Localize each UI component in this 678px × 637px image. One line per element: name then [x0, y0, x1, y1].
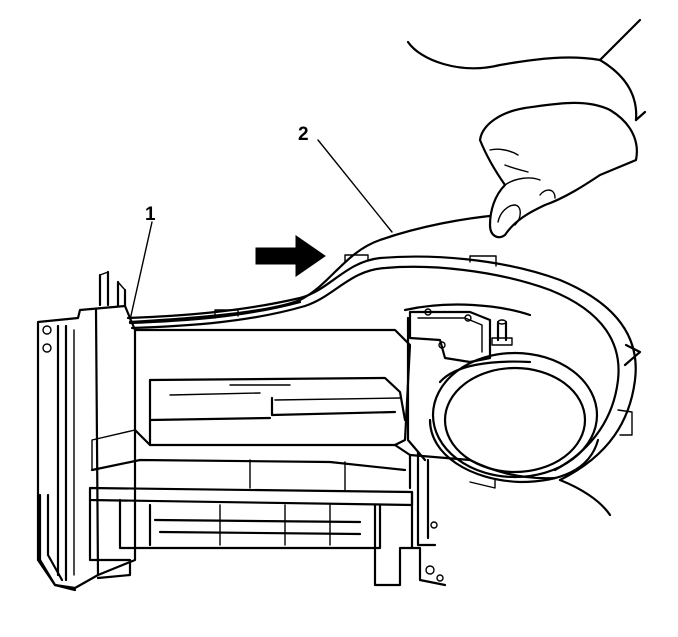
direction-arrow-icon — [255, 235, 326, 277]
support-rails — [38, 493, 77, 592]
hand-illustration — [478, 18, 647, 239]
blower-scroll — [403, 303, 642, 582]
cable-wire — [128, 40, 602, 324]
motor-bracket — [408, 308, 513, 364]
evaporator-chamber — [91, 328, 412, 490]
housing-top-rim — [126, 254, 637, 482]
callout-1-label: 1 — [145, 204, 156, 225]
callout-2: 2 — [298, 124, 393, 233]
callout-1: 1 — [129, 204, 156, 321]
callout-2-label: 2 — [298, 124, 309, 145]
housing-base-frame — [88, 458, 447, 587]
